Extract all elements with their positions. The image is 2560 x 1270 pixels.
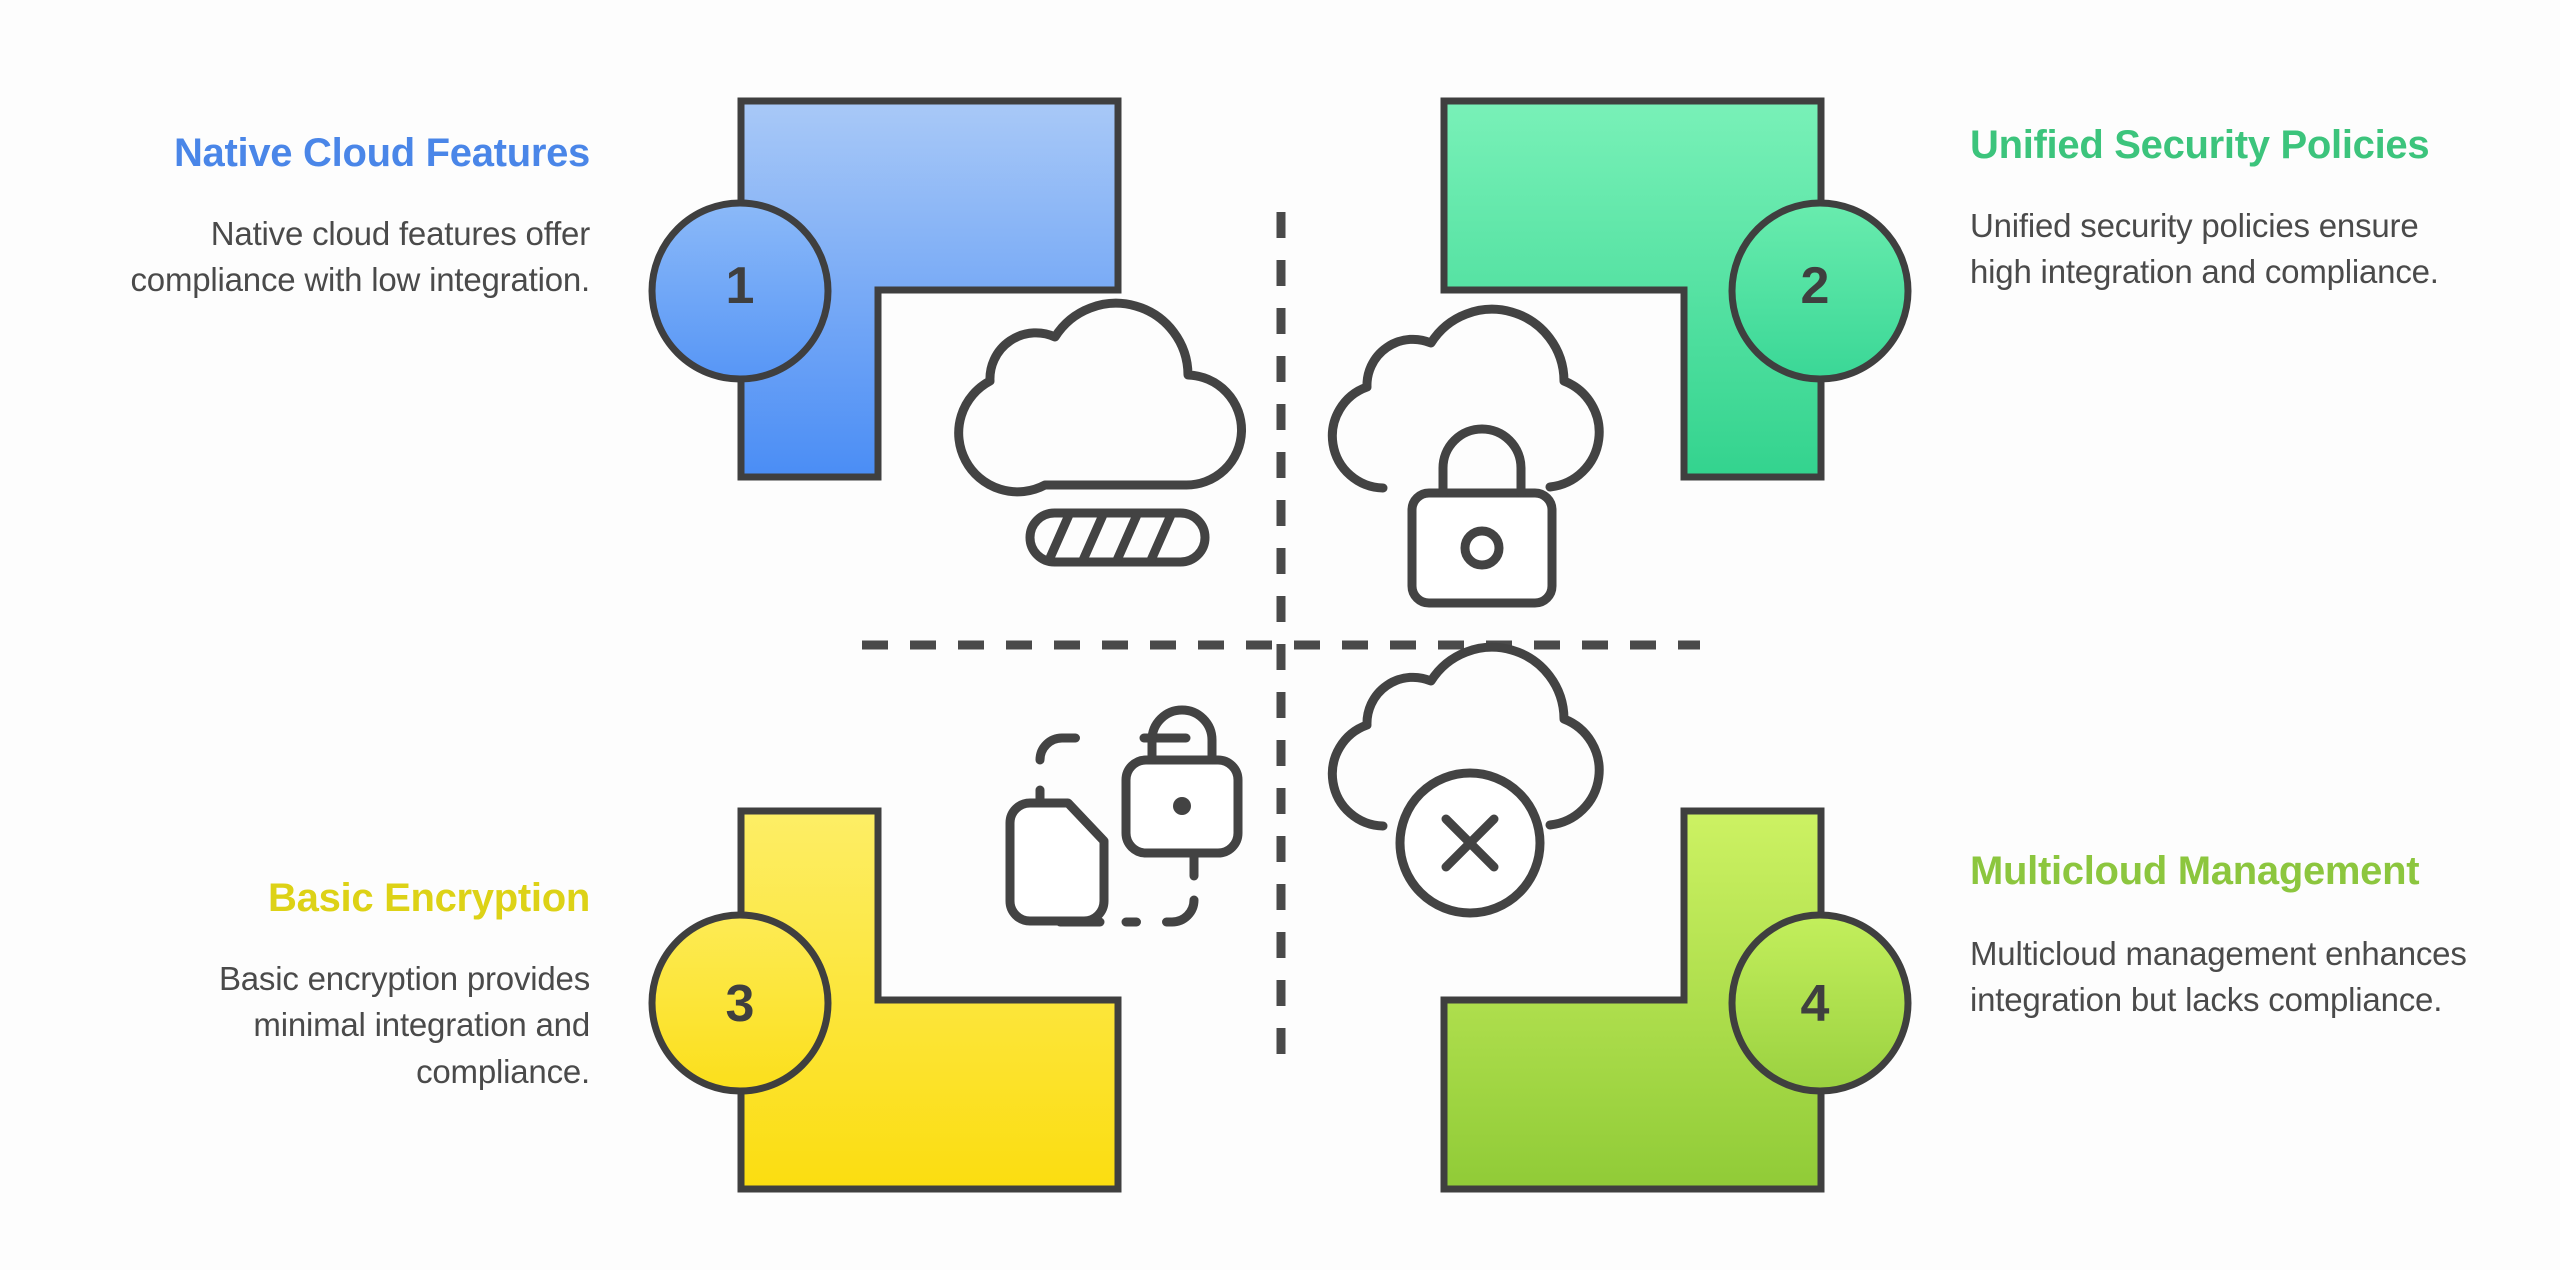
quadrant-4-title: Multicloud Management bbox=[1970, 849, 2420, 893]
quadrant-1-shape[interactable] bbox=[737, 97, 1122, 481]
quadrant-3-description: Basic encryption provides minimal integr… bbox=[218, 960, 590, 1090]
quadrant-3-title: Basic Encryption bbox=[268, 876, 590, 920]
quadrant-4-number: 4 bbox=[1800, 975, 1830, 1033]
quadrant-3-shape[interactable] bbox=[737, 807, 1122, 1193]
quadrant-2-shape[interactable] bbox=[1440, 97, 1825, 481]
quadrant-3-text-block: Basic Encryption Basic encryption provid… bbox=[100, 875, 590, 1095]
quadrant-1-title: Native Cloud Features bbox=[173, 131, 590, 175]
quadrant-4-block[interactable] bbox=[1440, 807, 1912, 1193]
quadrant-4-description: Multicloud management enhances integrati… bbox=[1970, 935, 2467, 1019]
quadrant-4-number-circle[interactable] bbox=[1728, 911, 1912, 1095]
quadrant-1-text-block: Native Cloud Features Native cloud featu… bbox=[100, 130, 591, 304]
quadrant-2-text-block: Unified Security Policies Unified securi… bbox=[1970, 122, 2470, 296]
quadrant-divider bbox=[862, 212, 1700, 1058]
dashed-box-lock-file-icon bbox=[1005, 705, 1243, 927]
quadrant-3-block[interactable] bbox=[648, 807, 1122, 1193]
quadrant-1-number: 1 bbox=[725, 257, 755, 315]
quadrant-2-description: Unified security policies ensure high in… bbox=[1970, 207, 2439, 291]
cloud-with-progress-bar-icon bbox=[954, 298, 1246, 567]
quadrant-3-number: 3 bbox=[725, 975, 755, 1033]
quadrant-1-block[interactable] bbox=[648, 97, 1122, 481]
quadrant-2-block[interactable] bbox=[1440, 97, 1912, 481]
quadrant-1-description: Native cloud features offer compliance w… bbox=[130, 215, 591, 299]
quadrant-4-shape[interactable] bbox=[1440, 807, 1825, 1193]
quadrant-2-title: Unified Security Policies bbox=[1970, 123, 2430, 167]
quadrant-1-number-circle[interactable] bbox=[648, 199, 832, 383]
cloud-with-lock-icon bbox=[1327, 304, 1604, 608]
cloud-with-x-icon bbox=[1327, 642, 1604, 918]
quadrant-2-number: 2 bbox=[1800, 257, 1830, 315]
quadrant-2-number-circle[interactable] bbox=[1728, 199, 1912, 383]
quadrant-3-number-circle[interactable] bbox=[648, 911, 832, 1095]
quadrant-4-text-block: Multicloud Management Multicloud managem… bbox=[1970, 848, 2480, 1024]
